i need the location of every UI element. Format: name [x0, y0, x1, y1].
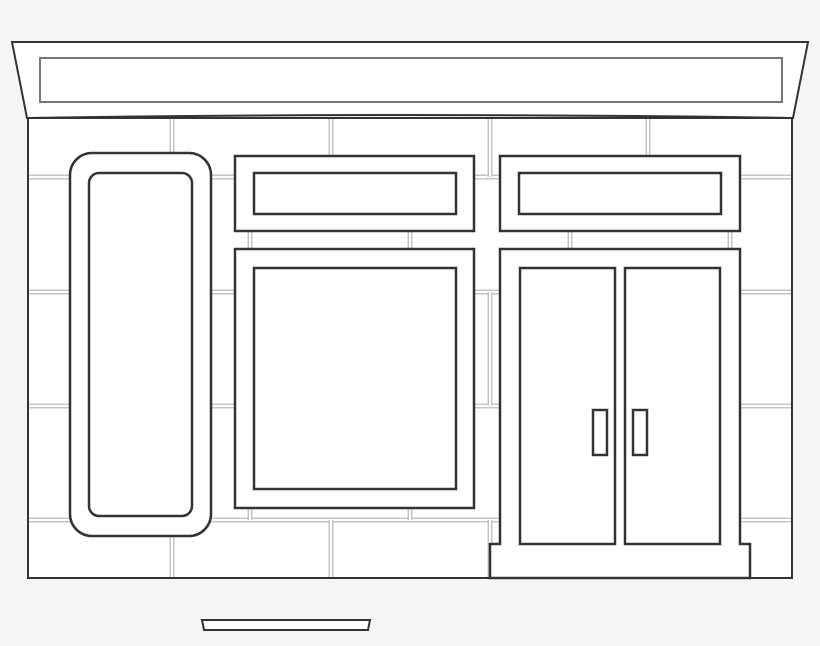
door-handle-left [591, 408, 609, 457]
transom-window-left [233, 154, 476, 233]
step [200, 619, 372, 631]
door-handle-right [631, 408, 649, 457]
door-left [518, 266, 617, 546]
double-door [488, 247, 752, 580]
awning [10, 41, 810, 120]
door-right [623, 266, 722, 546]
wall-outline [27, 117, 793, 579]
transom-window-right [498, 154, 742, 233]
display-window [233, 247, 476, 510]
sign-board [39, 57, 783, 103]
tall-sign [68, 151, 213, 538]
